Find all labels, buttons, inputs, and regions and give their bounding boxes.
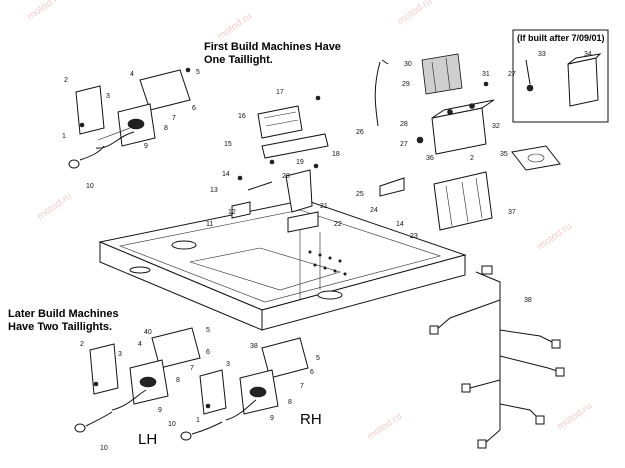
callout-rh-3: 3	[226, 361, 230, 368]
callout-lh-5: 5	[206, 327, 210, 334]
callout-center-11: 11	[206, 221, 213, 228]
wire-harness	[429, 265, 565, 449]
callout-battery-2: 2	[470, 155, 474, 162]
callout-lh-3: 3	[118, 351, 122, 358]
callout-battery-24: 24	[370, 207, 378, 214]
callout-battery-32: 32	[492, 123, 500, 130]
later-build-rh-taillight	[180, 337, 309, 441]
frame-tray	[98, 199, 467, 331]
rh-label: RH	[300, 411, 322, 428]
callout-center-14: 14	[222, 171, 230, 178]
watermark-1: motod.ru	[25, 0, 64, 22]
callout-first-8: 8	[164, 125, 168, 132]
callout-first-10: 10	[86, 183, 94, 190]
callout-center-16: 16	[238, 113, 246, 120]
callout-battery-35: 35	[500, 151, 508, 158]
watermark-8: motod.ru	[555, 401, 594, 433]
watermark-6: motod.ru	[535, 221, 574, 253]
callout-inset-33: 33	[538, 51, 546, 58]
callout-inset-27: 27	[508, 71, 516, 78]
first-build-taillight	[68, 67, 191, 169]
callout-lh-2: 2	[80, 341, 84, 348]
callout-first-9: 9	[144, 143, 148, 150]
callout-battery-23: 23	[410, 233, 418, 240]
center-components	[231, 95, 329, 233]
callout-first-1: 1	[62, 133, 66, 140]
inset-title: (If built after 7/09/01)	[517, 33, 605, 43]
callout-rh-5: 5	[316, 355, 320, 362]
watermark-2: motod.ru	[215, 11, 254, 43]
inset-box	[512, 29, 609, 123]
callout-lh-7: 7	[190, 365, 194, 372]
callout-lh-4: 4	[138, 341, 142, 348]
watermark-3: motod.ru	[395, 0, 434, 27]
callout-battery-14: 14	[396, 221, 404, 228]
callout-lh-8: 8	[176, 377, 180, 384]
callout-center-15: 15	[224, 141, 232, 148]
callout-battery-29: 29	[402, 81, 410, 88]
callout-battery-38: 38	[524, 297, 532, 304]
callout-lh-40: 40	[144, 329, 152, 336]
callout-rh-7: 7	[300, 383, 304, 390]
later-build-note-line-2: Have Two Taillights.	[8, 321, 112, 333]
callout-battery-36: 36	[426, 155, 434, 162]
callout-rh-10: 10	[168, 421, 176, 428]
callout-center-18: 18	[332, 151, 340, 158]
callout-lh-9: 9	[158, 407, 162, 414]
callout-battery-25: 25	[356, 191, 364, 198]
callout-first-6: 6	[192, 105, 196, 112]
callout-lh-10: 10	[100, 445, 108, 452]
watermark-4: motod.ru	[35, 191, 74, 223]
callout-rh-8: 8	[288, 399, 292, 406]
first-build-note-line-2: One Taillight.	[204, 54, 273, 66]
callout-first-4: 4	[130, 71, 134, 78]
callout-center-20: 20	[282, 173, 290, 180]
callout-first-2: 2	[64, 77, 68, 84]
watermark-7: motod.ru	[365, 411, 404, 443]
callout-center-12: 12	[228, 209, 236, 216]
callout-center-21: 21	[320, 203, 328, 210]
callout-first-5: 5	[196, 69, 200, 76]
callout-first-7: 7	[172, 115, 176, 122]
callout-rh-6: 6	[310, 369, 314, 376]
callout-center-17: 17	[276, 89, 284, 96]
later-build-note-line-1: Later Build Machines	[8, 308, 119, 320]
callout-rh-1: 1	[196, 417, 200, 424]
callout-center-19: 19	[296, 159, 304, 166]
callout-lh-6: 6	[206, 349, 210, 356]
callout-battery-37: 37	[508, 209, 516, 216]
callout-battery-26: 26	[356, 129, 364, 136]
callout-rh-38: 38	[250, 343, 258, 350]
callout-rh-9: 9	[270, 415, 274, 422]
callout-battery-30: 30	[404, 61, 412, 68]
lh-label: LH	[138, 431, 157, 448]
callout-battery-28: 28	[400, 121, 408, 128]
callout-battery-31: 31	[482, 71, 490, 78]
callout-battery-27: 27	[400, 141, 408, 148]
callout-center-22: 22	[334, 221, 342, 228]
battery-assembly	[374, 53, 561, 231]
later-build-lh-taillight	[74, 327, 201, 433]
callout-center-13: 13	[210, 187, 218, 194]
callout-inset-34: 34	[584, 51, 592, 58]
first-build-note-line-1: First Build Machines Have	[204, 41, 341, 53]
callout-first-3: 3	[106, 93, 110, 100]
